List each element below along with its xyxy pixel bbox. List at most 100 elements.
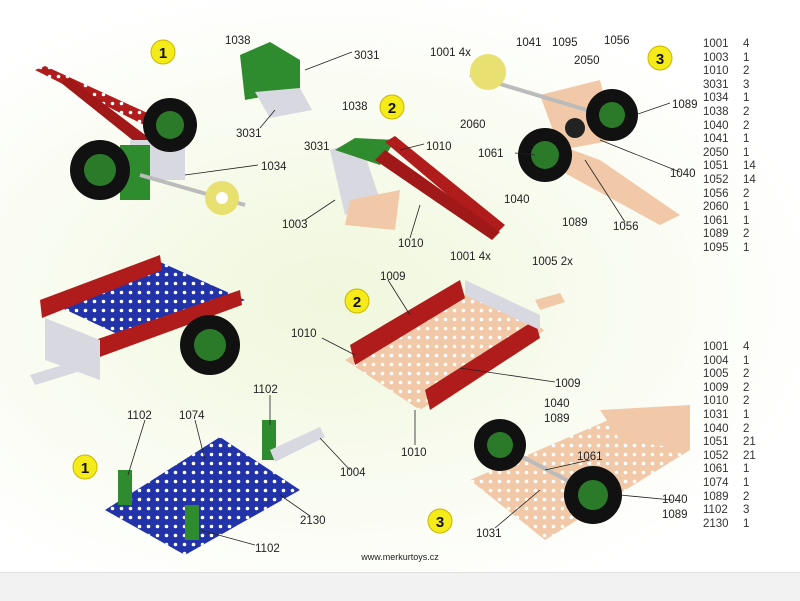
part-qty: 2 <box>743 368 750 381</box>
part-code: 1040 <box>703 422 729 435</box>
part-code: 3031 <box>703 78 729 91</box>
part-label: 3031 <box>354 50 380 62</box>
parts-list-row: 1089 2 <box>703 228 756 242</box>
part-qty: 21 <box>743 436 756 449</box>
part-code: 2060 <box>703 201 729 214</box>
svg-text:2: 2 <box>353 294 361 311</box>
part-qty: 4 <box>743 341 750 353</box>
part-label: 1041 <box>516 37 542 49</box>
part-label: 3031 <box>236 128 262 140</box>
part-qty: 3 <box>743 504 750 517</box>
part-qty: 2 <box>743 105 750 118</box>
part-label: 1102 <box>127 410 152 422</box>
part-label: 1038 <box>225 35 251 47</box>
model-top-middle <box>330 136 505 240</box>
part-qty: 1 <box>743 354 750 367</box>
parts-list-row: 1031 1 <box>703 409 756 423</box>
part-qty: 1 <box>743 92 750 105</box>
part-label: 1089 <box>672 99 698 111</box>
part-code: 1056 <box>703 187 729 200</box>
part-label: 1010 <box>291 328 317 340</box>
part-label: 1089 <box>562 217 588 229</box>
step-badge-bottom-left: 1 <box>72 454 98 480</box>
part-label: 2130 <box>300 515 326 527</box>
part-qty: 2 <box>743 119 750 132</box>
bottom-bar <box>0 572 800 601</box>
part-qty: 2 <box>743 65 750 78</box>
part-code: 1061 <box>703 214 729 227</box>
part-qty: 1 <box>743 241 750 254</box>
part-qty: 2 <box>743 228 750 241</box>
part-qty: 4 <box>743 38 750 50</box>
part-label: 1089 <box>544 413 570 425</box>
part-code: 1001 <box>703 38 729 50</box>
part-label: 1056 <box>604 35 630 47</box>
part-code: 1051 <box>703 160 729 173</box>
parts-list-row: 1003 1 <box>703 52 756 66</box>
part-qty: 21 <box>743 449 756 462</box>
parts-list-row: 1051 14 <box>703 160 756 174</box>
part-code: 1089 <box>703 490 729 503</box>
part-code: 1089 <box>703 228 729 241</box>
part-label: 1038 <box>342 101 368 113</box>
model-bottom-right <box>470 405 690 540</box>
part-code: 1001 <box>703 341 729 353</box>
step-badge-bottom-right: 3 <box>427 508 453 534</box>
part-label: 1031 <box>476 528 502 540</box>
part-qty: 1 <box>743 463 750 476</box>
part-code: 1010 <box>703 395 729 408</box>
leader-lines <box>127 51 681 546</box>
part-qty: 14 <box>743 173 756 186</box>
part-qty: 1 <box>743 51 750 64</box>
part-label: 2060 <box>460 119 486 131</box>
part-label: 1001 4x <box>430 47 471 59</box>
part-code: 1003 <box>703 51 729 64</box>
part-label: 3031 <box>304 141 330 153</box>
part-label: 1040 <box>504 194 530 206</box>
part-label: 1095 <box>552 37 578 49</box>
svg-text:3: 3 <box>656 51 664 68</box>
part-qty: 1 <box>743 408 750 421</box>
part-qty: 1 <box>743 517 750 530</box>
part-label: 1040 <box>662 494 688 506</box>
parts-list-row: 1001 4 <box>703 341 756 355</box>
part-label: 1061 <box>577 451 603 463</box>
part-label: 2050 <box>574 55 600 67</box>
part-qty: 2 <box>743 422 750 435</box>
part-label: 1001 4x <box>450 251 491 263</box>
part-labels: 1038 3031 3031 1034 1038 3031 1010 1003 … <box>127 35 698 555</box>
part-code: 1004 <box>703 354 729 367</box>
part-qty: 2 <box>743 490 750 503</box>
part-label: 1009 <box>380 271 406 283</box>
part-qty: 1 <box>743 146 750 159</box>
part-label: 1056 <box>613 221 639 233</box>
part-label: 1061 <box>478 148 504 160</box>
part-label: 1005 2x <box>532 256 573 268</box>
part-qty: 14 <box>743 160 756 173</box>
part-code: 1031 <box>703 408 729 421</box>
svg-text:1: 1 <box>159 45 167 62</box>
part-label: 1010 <box>401 447 427 459</box>
part-qty: 1 <box>743 133 750 146</box>
part-qty: 2 <box>743 381 750 394</box>
step-badge-top-middle: 2 <box>379 94 405 120</box>
part-label: 1010 <box>426 141 452 153</box>
part-label: 1004 <box>340 467 366 479</box>
svg-text:1: 1 <box>81 460 89 477</box>
